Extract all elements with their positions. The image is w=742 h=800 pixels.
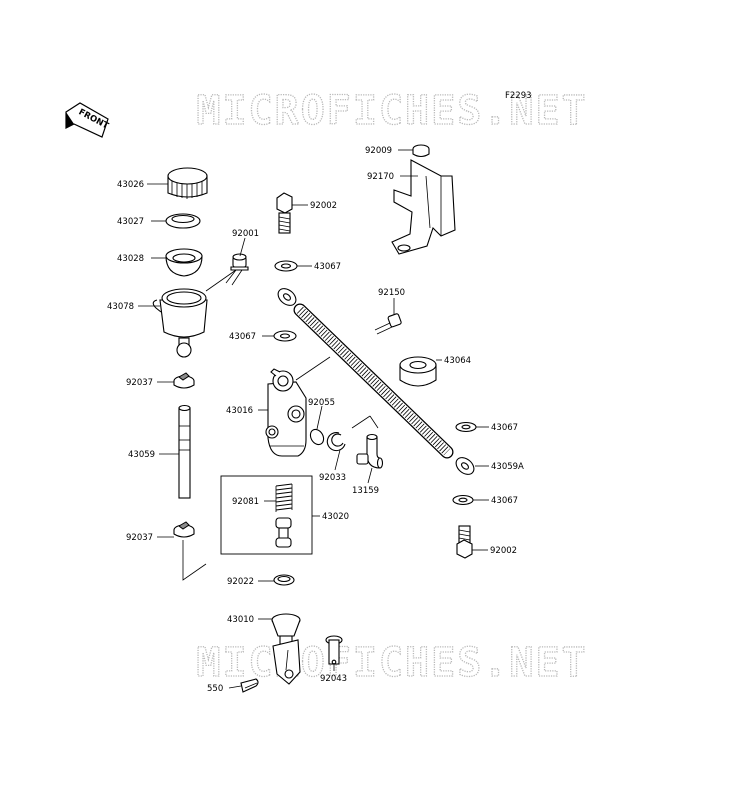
reservoir-bracket-part	[391, 159, 456, 255]
label-92002-bottom: 92002	[490, 546, 517, 556]
label-43020: 43020	[322, 512, 349, 522]
reservoir-hose-part	[178, 404, 191, 499]
label-43059A: 43059A	[491, 462, 524, 472]
hose-joint-elbow-part	[356, 433, 384, 469]
label-43067-mid: 43067	[229, 332, 256, 342]
front-arrow-icon: FRONT	[65, 102, 110, 138]
label-92037-bottom: 92037	[126, 533, 153, 543]
banjo-bolt-top-part	[276, 192, 293, 234]
brake-hose-part	[277, 288, 475, 475]
master-cylinder-part	[265, 368, 307, 457]
part-labels: 43026 43027 43028 43078 92001 92002 4306…	[107, 146, 524, 694]
label-43078: 43078	[107, 302, 134, 312]
label-43067-right-upper: 43067	[491, 423, 518, 433]
label-92081: 92081	[232, 497, 259, 507]
watermark-top: MICROFICHES.NET	[196, 88, 587, 134]
reservoir-bolt-part	[225, 253, 249, 286]
snap-ring-part	[273, 574, 295, 586]
label-92033: 92033	[319, 473, 346, 483]
label-43028: 43028	[117, 254, 144, 264]
label-43016: 43016	[226, 406, 253, 416]
label-92009: 92009	[365, 146, 392, 156]
piston-kit-group-box	[220, 475, 313, 555]
label-92002-top: 92002	[310, 201, 337, 211]
clevis-pin-part	[325, 635, 343, 665]
reservoir-body-part	[152, 288, 208, 358]
label-92022: 92022	[227, 577, 254, 587]
label-43067-right-lower: 43067	[491, 496, 518, 506]
label-92170: 92170	[367, 172, 394, 182]
label-43026: 43026	[117, 180, 144, 190]
label-43027: 43027	[117, 217, 144, 227]
label-43064: 43064	[444, 356, 471, 366]
label-92055: 92055	[308, 398, 335, 408]
reservoir-diaphragm-plate-part	[165, 213, 201, 229]
label-43010: 43010	[227, 615, 254, 625]
reservoir-diaphragm-part	[165, 248, 203, 277]
washer-right-lower-part	[452, 494, 474, 506]
hose-clamp-bottom-part	[173, 521, 195, 538]
washer-mid-part	[273, 330, 297, 342]
bracket-bolt-part	[374, 313, 402, 335]
label-43059: 43059	[128, 450, 155, 460]
washer-right-upper-part	[455, 421, 477, 433]
label-13159: 13159	[352, 486, 379, 496]
piston-part	[275, 517, 292, 548]
watermark-bottom: MICROFICHES.NET	[196, 640, 587, 686]
label-92037-top: 92037	[126, 378, 153, 388]
label-43067-top: 43067	[314, 262, 341, 272]
spring-part	[275, 483, 293, 512]
push-rod-part	[271, 613, 301, 685]
grommet-part	[399, 356, 437, 387]
label-92043: 92043	[320, 674, 347, 684]
label-92150: 92150	[378, 288, 405, 298]
figure-code: F2293	[505, 91, 532, 101]
label-550: 550	[207, 684, 223, 694]
label-92001: 92001	[232, 229, 259, 239]
washer-top-part	[274, 260, 298, 272]
o-ring-part	[309, 428, 325, 446]
banjo-bolt-bottom-part	[456, 525, 473, 559]
hose-clamp-top-part	[173, 372, 195, 389]
leader-lines	[138, 149, 489, 689]
screw-cap-part	[412, 144, 430, 158]
circlip-part	[326, 432, 346, 452]
reservoir-cap-part	[167, 167, 208, 199]
cotter-pin-part	[240, 678, 259, 693]
